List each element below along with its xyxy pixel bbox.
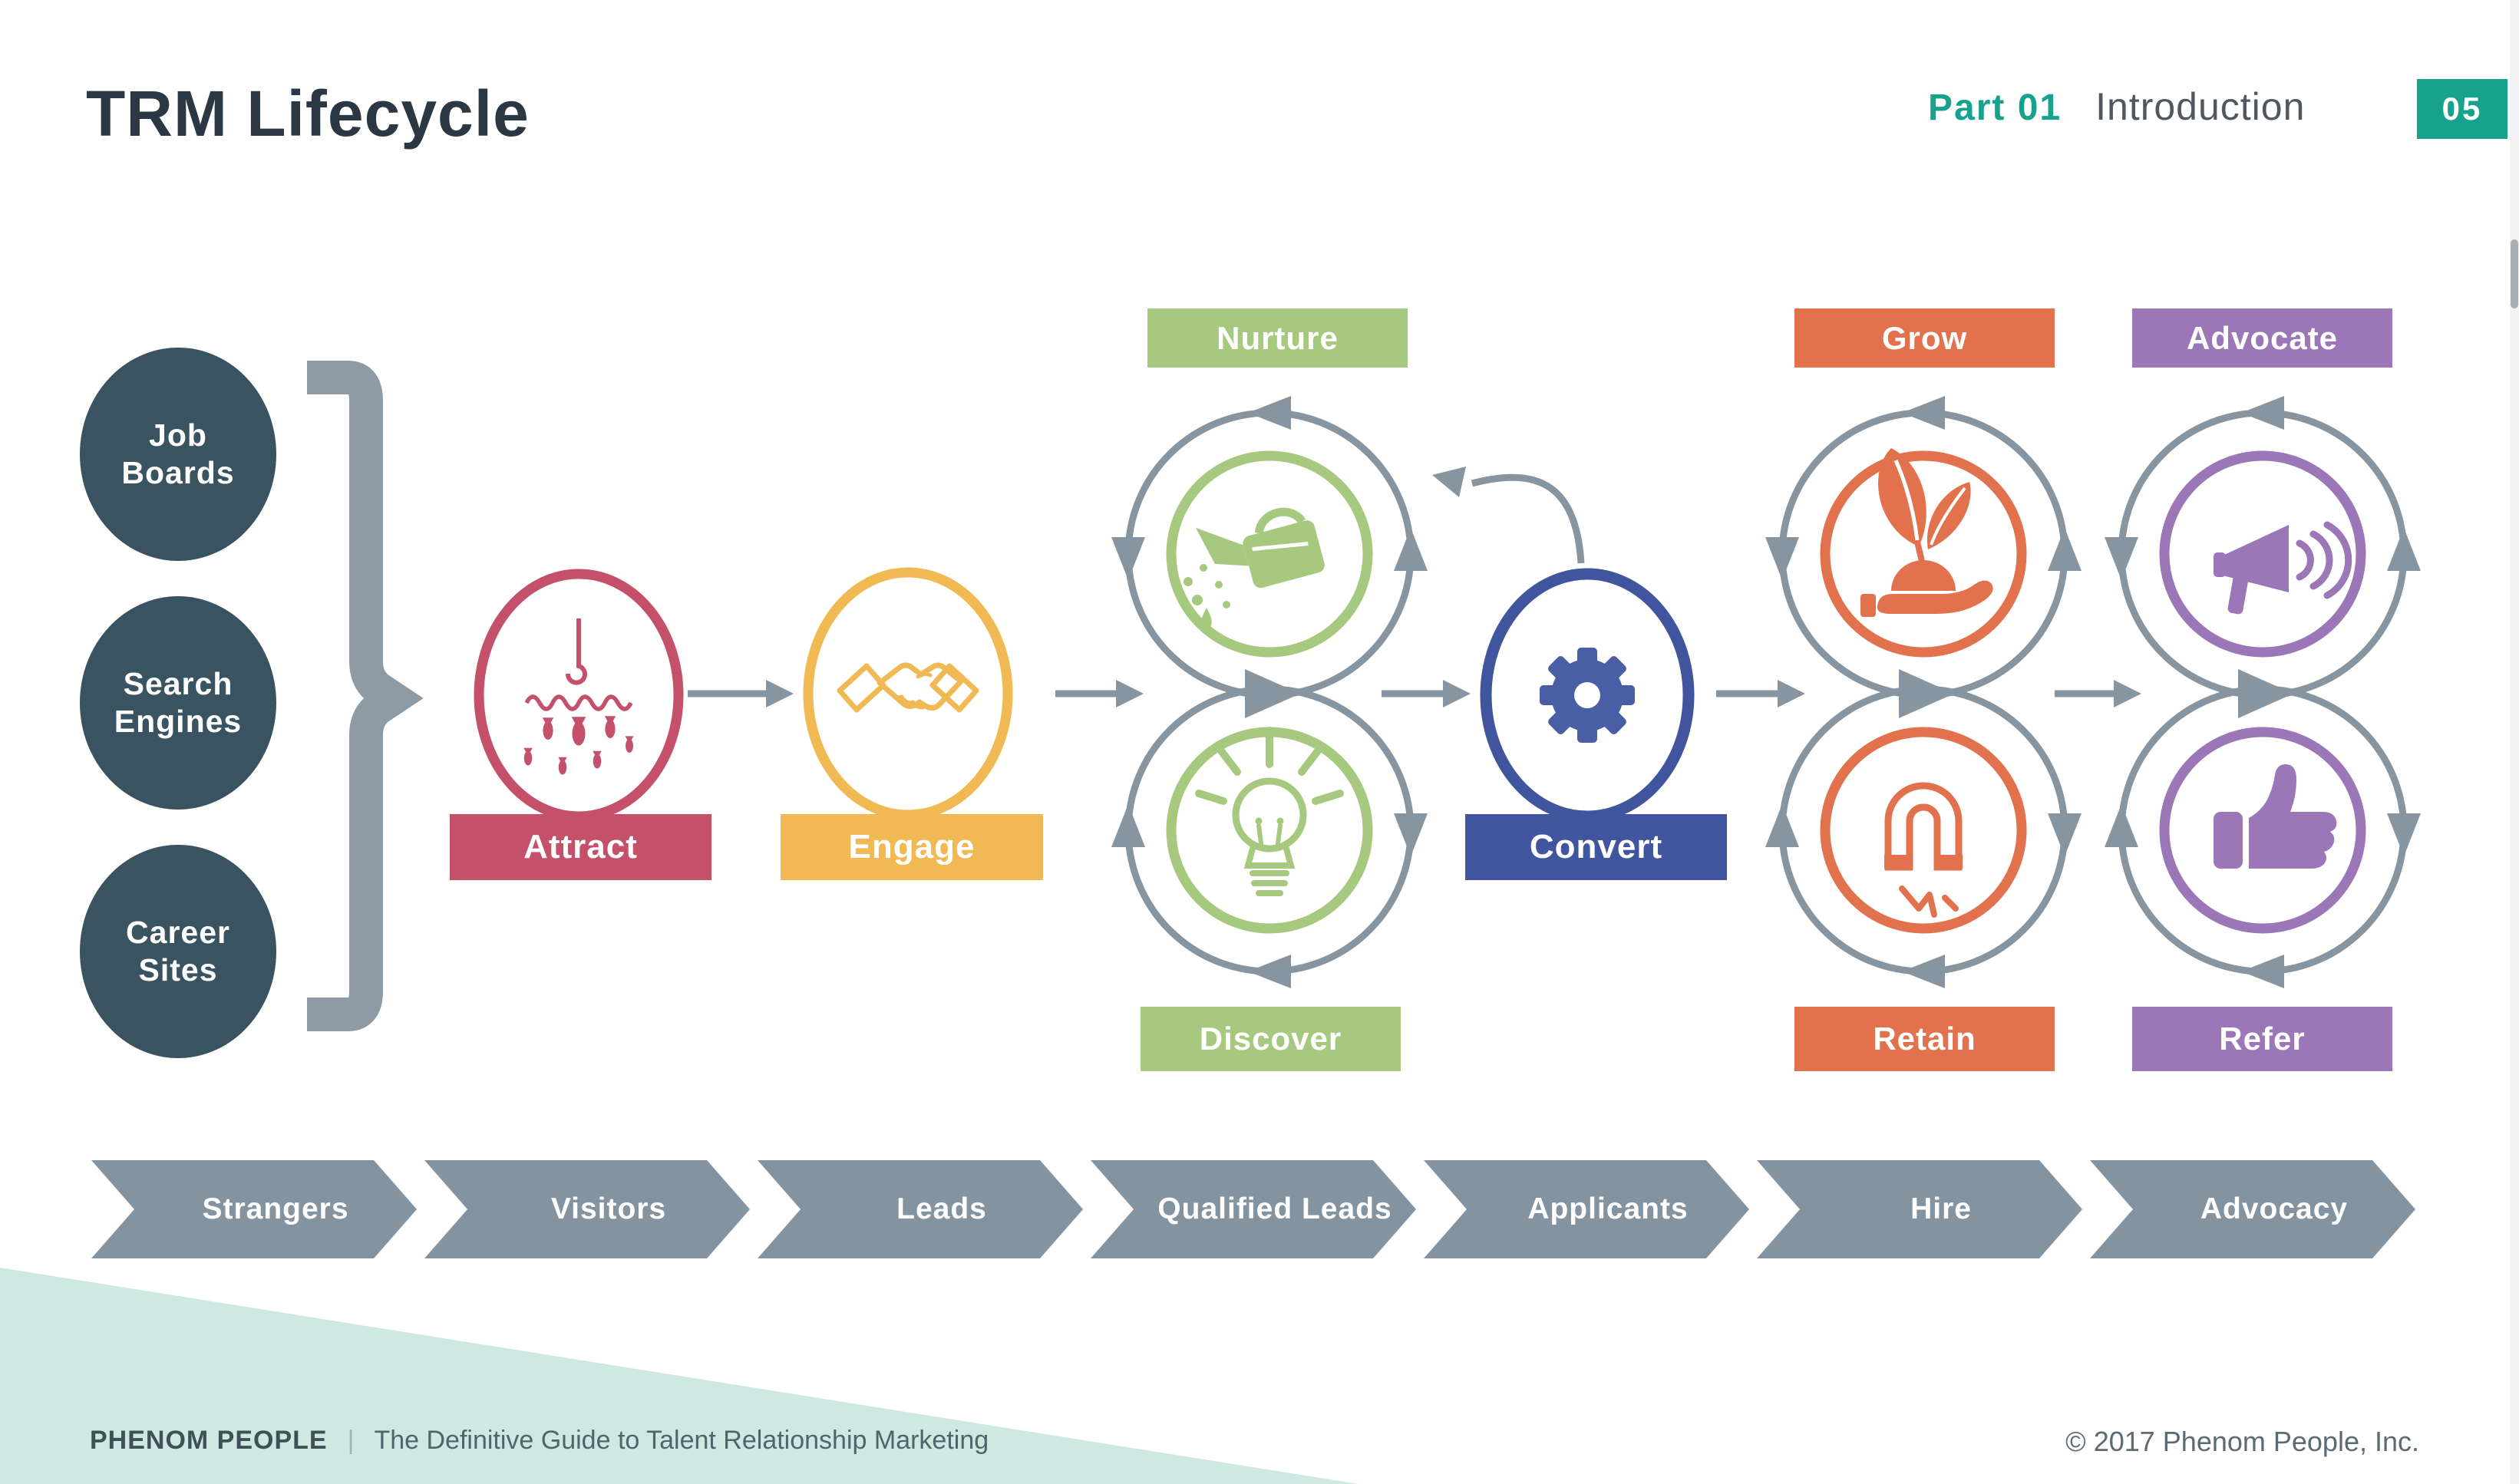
source-circle-career-sites: Career Sites <box>80 845 276 1058</box>
funnel-stage-strangers: Strangers <box>202 1192 349 1225</box>
stage-label-grow: Grow <box>1794 308 2055 368</box>
thumbs-up-icon <box>2214 764 2337 869</box>
stage-label-attract: Attract <box>450 814 711 880</box>
section-label: Introduction <box>2095 85 2306 128</box>
stage-label-convert: Convert <box>1465 814 1727 880</box>
sprout-hand-icon <box>1860 448 1993 617</box>
stage-label-nurture: Nurture <box>1147 308 1408 368</box>
brand-name: PHENOM PEOPLE <box>90 1426 328 1455</box>
funnel-stage-advocacy: Advocacy <box>2200 1192 2349 1225</box>
copyright: © 2017 Phenom People, Inc. <box>2065 1426 2419 1457</box>
source-label: Search <box>123 666 233 701</box>
page-number-badge: 05 <box>2417 79 2507 139</box>
mint-wedge <box>0 1268 1359 1484</box>
cycle-arrows-advocate-refer <box>2105 396 2421 988</box>
funnel-stage-qualified-leads: Qualified Leads <box>1157 1192 1392 1225</box>
funnel-stage-leads: Leads <box>896 1192 987 1225</box>
megaphone-icon <box>2214 521 2352 615</box>
brace-icon <box>307 361 424 1031</box>
source-circle-job-boards: Job Boards <box>80 348 276 561</box>
magnet-icon <box>1884 782 1963 918</box>
source-label: Career <box>126 915 230 950</box>
part-label: Part 01 <box>1928 87 2062 128</box>
stage-label-refer: Refer <box>2132 1007 2392 1071</box>
footer-divider: | <box>347 1426 355 1455</box>
source-label: Job <box>149 417 207 453</box>
gear-icon <box>1540 648 1635 743</box>
source-label: Engines <box>114 704 243 739</box>
footer-tagline: The Definitive Guide to Talent Relations… <box>374 1426 989 1455</box>
stage-label-advocate: Advocate <box>2132 308 2392 368</box>
feedback-arrow <box>1432 467 1585 564</box>
watering-can-icon <box>1184 507 1325 631</box>
stage-label-discover: Discover <box>1141 1007 1401 1071</box>
flow-arrows <box>688 680 2141 707</box>
source-circle-search-engines: Search Engines <box>80 596 276 810</box>
fishing-hook-icon <box>523 618 634 775</box>
lightbulb-icon <box>1195 727 1344 896</box>
source-label: Boards <box>121 455 235 490</box>
stage-label-engage: Engage <box>781 814 1043 880</box>
header-meta: Part 01 Introduction <box>1928 84 2305 129</box>
funnel-chevrons <box>91 1160 2415 1258</box>
funnel-stage-visitors: Visitors <box>550 1192 667 1225</box>
page-title: TRM Lifecycle <box>86 77 530 150</box>
stage-label-retain: Retain <box>1794 1007 2055 1071</box>
handshake-icon <box>837 662 979 713</box>
scrollbar-track[interactable] <box>2510 0 2519 1484</box>
footer: PHENOM PEOPLE | The Definitive Guide to … <box>90 1426 989 1456</box>
funnel-stage-hire: Hire <box>1910 1192 1972 1225</box>
source-label: Sites <box>138 952 218 988</box>
scrollbar-thumb[interactable] <box>2511 239 2518 308</box>
funnel-stage-applicants: Applicants <box>1527 1192 1689 1225</box>
cycle-arrows-nurture-discover <box>1111 396 1428 988</box>
